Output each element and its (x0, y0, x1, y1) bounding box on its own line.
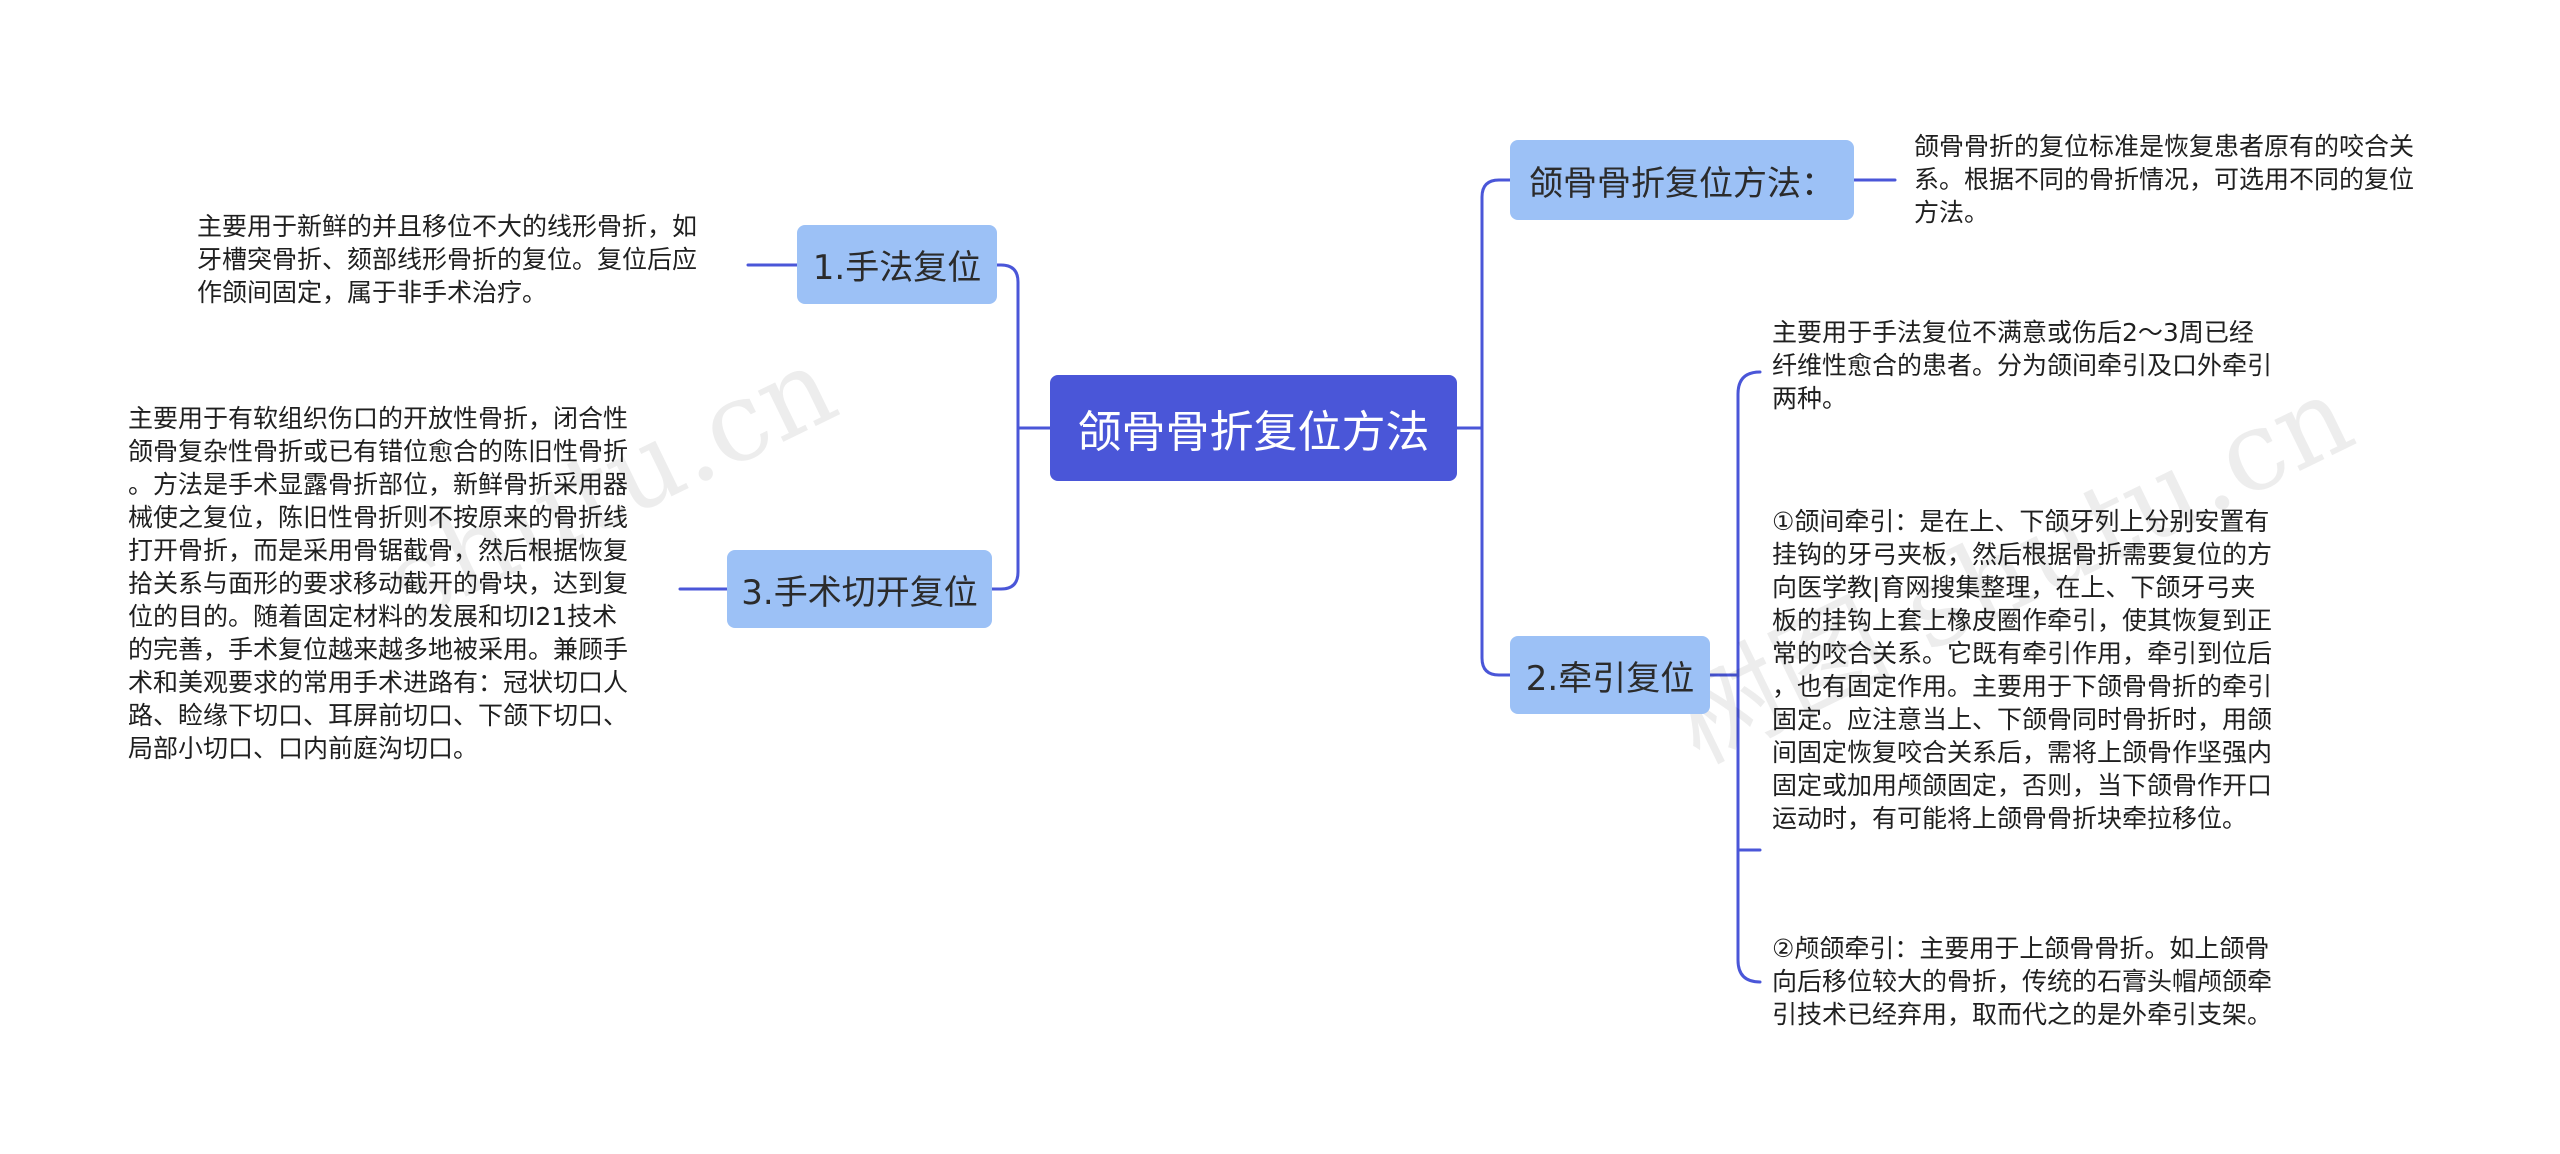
leaf-intermaxillary-traction: ①颌间牵引：是在上、下颌牙列上分别安置有 挂钩的牙弓夹板，然后根据骨折需要复位的… (1772, 507, 2273, 833)
connector-root-to-traction (1455, 426, 1512, 677)
leaf-traction-overview: 主要用于手法复位不满意或伤后2～3周已经 纤维性愈合的患者。分为颌间牵引及口外牵… (1772, 318, 2273, 413)
leaf-surgical-reduction: 主要用于有软组织伤口的开放性骨折，闭合性 颌骨复杂性骨折或已有错位愈合的陈旧性骨… (128, 404, 629, 763)
branch-traction-reduction[interactable]: 2.牵引复位 (1510, 636, 1710, 714)
branch-manual-reduction[interactable]: 1.手法复位 (797, 225, 997, 304)
connector-traction-to-leaves (1708, 370, 1762, 984)
branch-reduction-standard[interactable]: 颌骨骨折复位方法： (1510, 140, 1854, 220)
root-node[interactable]: 颌骨骨折复位方法 (1050, 375, 1457, 481)
leaf-craniomaxillary-traction: ②颅颌牵引：主要用于上颌骨骨折。如上颌骨 向后移位较大的骨折，传统的石膏头帽颅颌… (1772, 934, 2273, 1029)
connector-root-to-surgical (990, 426, 1052, 591)
leaf-reduction-standard: 颌骨骨折的复位标准是恢复患者原有的咬合关 系。根据不同的骨折情况，可选用不同的复… (1914, 132, 2415, 227)
connector-root-to-manual (995, 263, 1052, 430)
leaf-manual-reduction: 主要用于新鲜的并且移位不大的线形骨折，如 牙槽突骨折、颏部线形骨折的复位。复位后… (197, 212, 698, 307)
connector-root-to-standard (1455, 178, 1512, 430)
branch-surgical-reduction[interactable]: 3.手术切开复位 (727, 550, 992, 628)
